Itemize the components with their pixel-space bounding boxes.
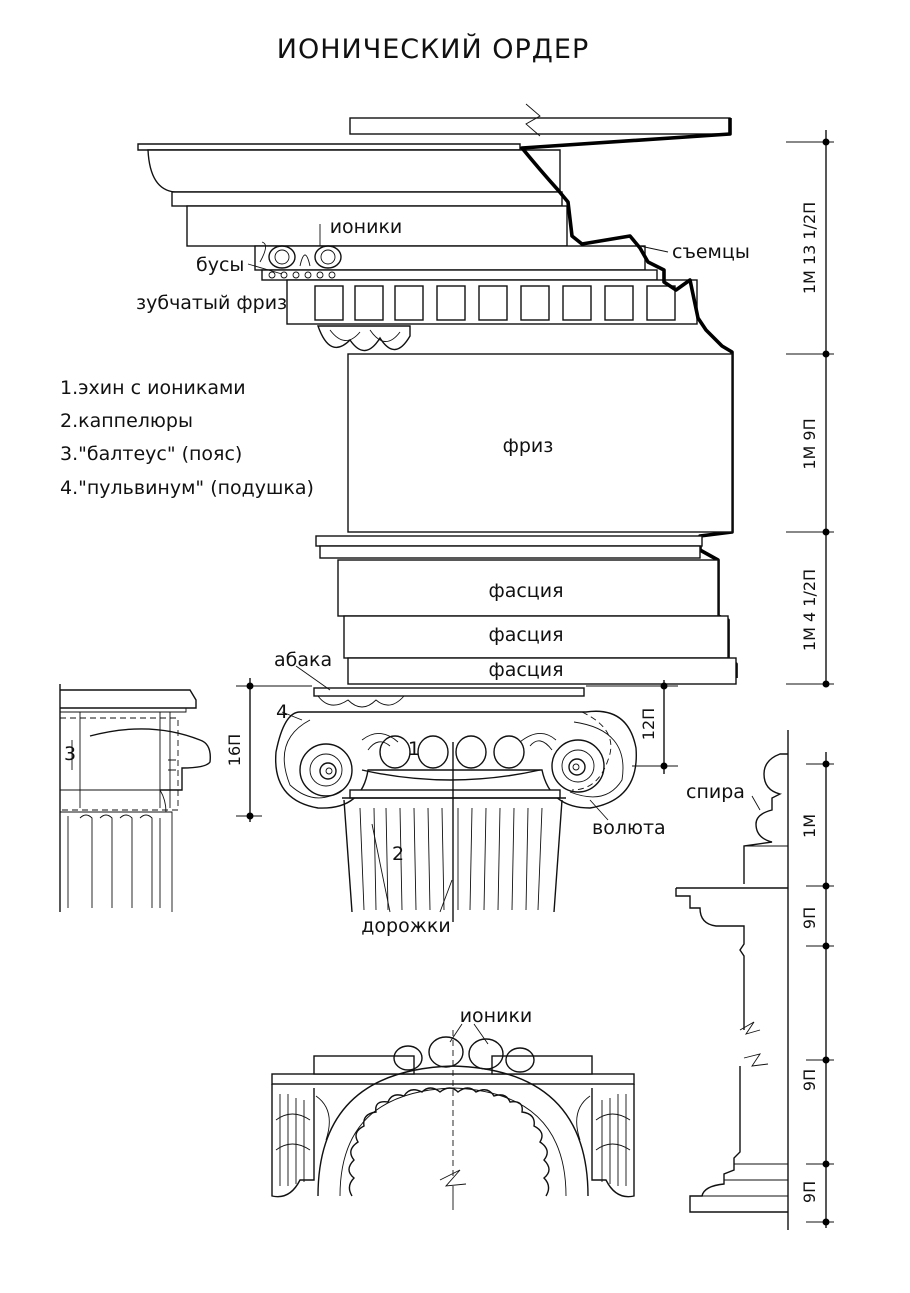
marker-1: 1 [408, 738, 420, 760]
note-1: 1.эхин с иониками [60, 377, 246, 399]
label-busy: бусы [196, 254, 244, 276]
dentils [314, 285, 676, 321]
label-dorozhki: дорожки [361, 915, 450, 937]
dim-frieze: 1М 9П [800, 418, 819, 469]
label-fascia-3: фасция [488, 659, 563, 681]
label-spira: спира [686, 781, 745, 803]
capital-dimensions: 16П 12П [225, 678, 678, 822]
label-frieze: фриз [503, 435, 554, 457]
page-title: ИОНИЧЕСКИЙ ОРДЕР [277, 33, 590, 65]
label-ioniki-top: ионики [330, 216, 403, 238]
architrave [315, 535, 737, 685]
dim-cornice: 1М 13 1/2П [800, 202, 819, 294]
note-4: 4."пульвинум" (подушка) [60, 477, 314, 499]
dim-base-2: 9П [800, 907, 819, 929]
entablature-dimension: 1М 13 1/2П 1М 9П 1М 4 1/2П [786, 130, 834, 688]
dim-base-1: 1М [800, 814, 819, 838]
column-shaft [343, 742, 563, 922]
label-voluta: волюта [592, 817, 666, 839]
dim-capital-height: 16П [225, 734, 244, 766]
frieze-block [347, 353, 733, 533]
right-volute [551, 711, 612, 793]
capital-side-view [59, 684, 211, 912]
echinus-eggs [361, 733, 557, 781]
cornice-profile [520, 118, 738, 678]
marker-4: 4 [276, 701, 288, 723]
left-volute [299, 743, 353, 797]
dim-architrave: 1М 4 1/2П [800, 569, 819, 651]
capital-plan-view [271, 1023, 635, 1210]
marker-3: 3 [64, 743, 76, 765]
column-base-profile: 1М 9П 9П 9П [675, 730, 834, 1230]
notes-list: 1.эхин с иониками 2.каппелюры 3."балтеус… [60, 377, 314, 499]
label-fascia-2: фасция [488, 624, 563, 646]
note-2: 2.каппелюры [60, 410, 193, 432]
label-syemtsy: съемцы [672, 241, 750, 263]
leader-lines [247, 224, 761, 913]
marker-2: 2 [392, 843, 404, 865]
label-fascia-1: фасция [488, 580, 563, 602]
dim-base-4: 9П [800, 1181, 819, 1203]
label-dentil-frieze: зубчатый фриз [136, 292, 287, 314]
ionic-capital [275, 687, 637, 809]
note-3: 3."балтеус" (пояс) [60, 443, 242, 465]
dim-base-3: 9П [800, 1069, 819, 1091]
cornice [137, 103, 731, 352]
label-ioniki-bottom: ионики [460, 1005, 533, 1027]
label-abaka: абака [274, 649, 332, 671]
dim-volute-drop: 12П [639, 708, 658, 740]
